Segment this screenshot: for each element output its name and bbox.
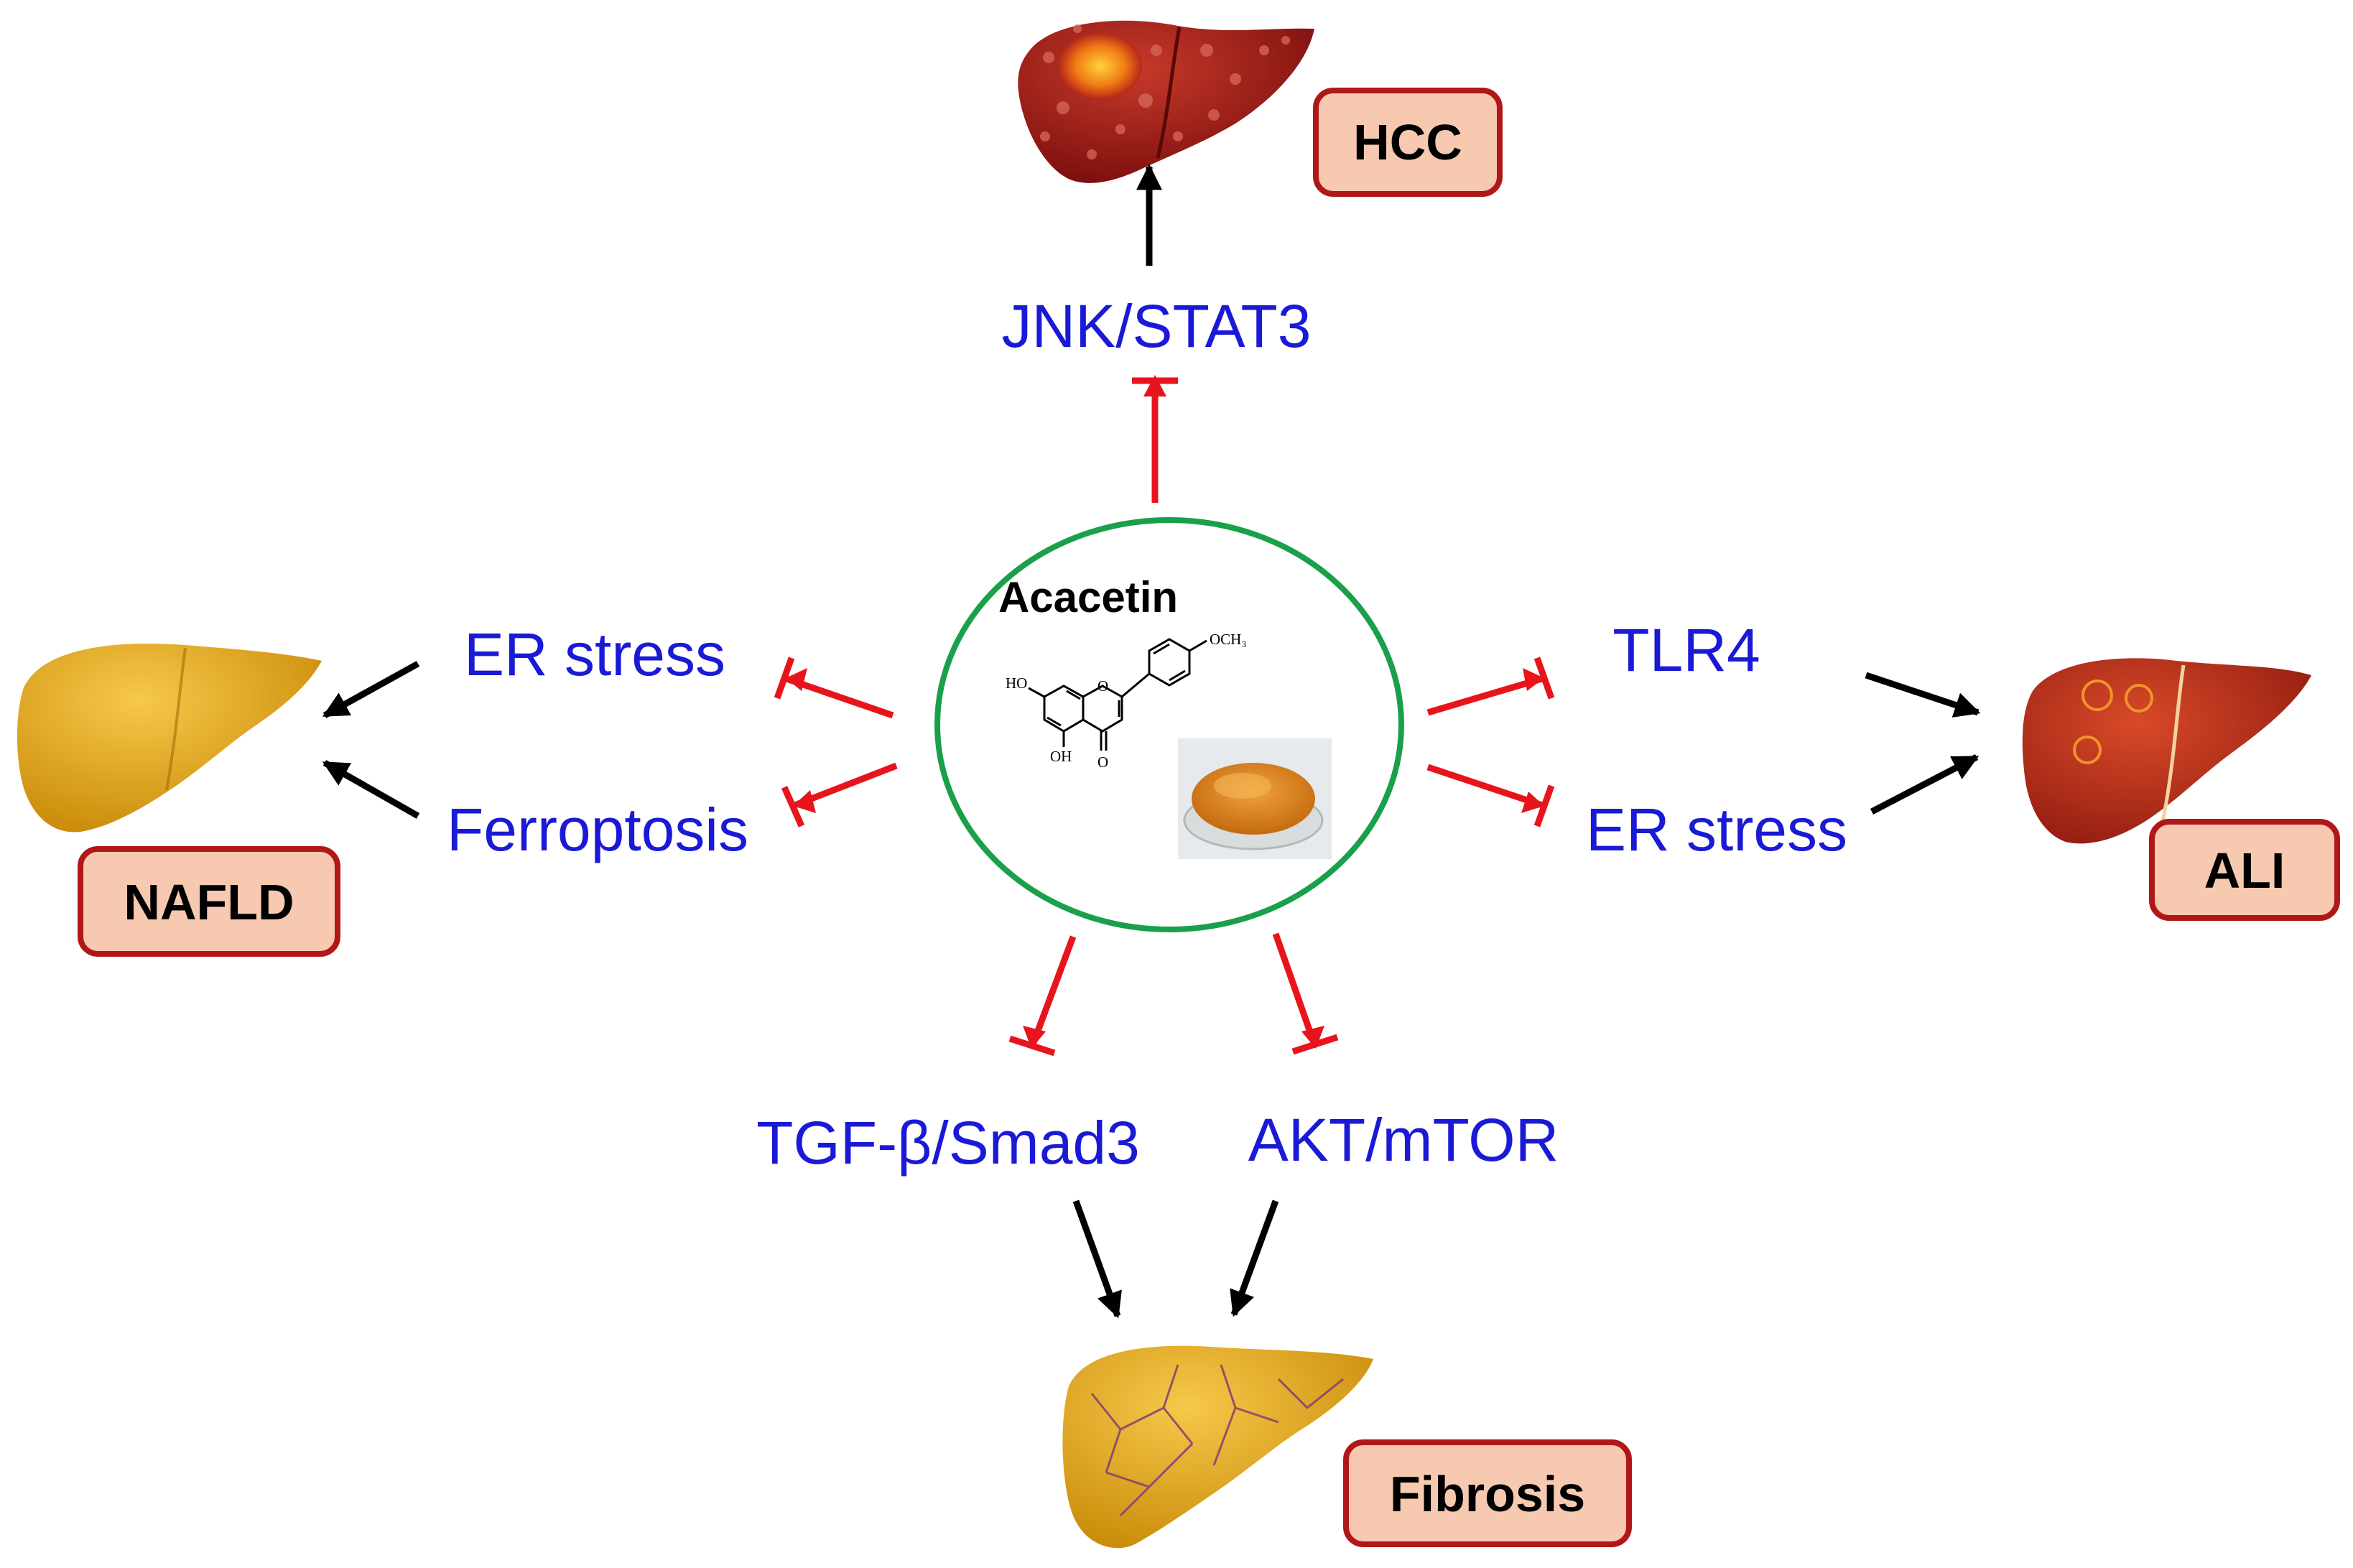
ring-oxygen-label: O — [1097, 677, 1108, 695]
disease-label-nafld: NAFLD — [124, 874, 294, 930]
disease-box-ali: ALI — [2149, 819, 2340, 921]
compound-name: Acacetin — [998, 573, 1178, 621]
carbonyl-oxygen-label: O — [1097, 753, 1108, 771]
liver-icon-ali — [2022, 658, 2311, 844]
disease-label-ali: ALI — [2204, 843, 2285, 899]
inhibit-tgf-smad3 — [1008, 935, 1077, 1057]
liver-icon-hcc — [1018, 20, 1314, 183]
inhibit-ferroptosis — [781, 762, 898, 827]
pathway-ferroptosis: Ferroptosis — [447, 796, 748, 863]
pathway-tgf-smad3: TGF-β/Smad3 — [756, 1109, 1140, 1177]
hydroxyl-label-a: HO — [1006, 674, 1027, 692]
inhibit-tlr4 — [1426, 657, 1555, 716]
arrow-er-stress-to-nafld — [322, 661, 420, 718]
inhibition-arrows — [774, 375, 1555, 1057]
inhibit-er-stress-left — [774, 657, 894, 719]
pathway-tlr4: TLR4 — [1612, 616, 1760, 684]
disease-box-hcc: HCC — [1313, 88, 1503, 197]
pathway-er-stress-right: ER stress — [1586, 796, 1847, 863]
disease-box-fibrosis: Fibrosis — [1343, 1439, 1632, 1547]
arrow-tgf-to-fibrosis — [1072, 1200, 1122, 1319]
pathway-akt-mtor: AKT/mTOR — [1248, 1106, 1559, 1174]
disease-label-fibrosis: Fibrosis — [1390, 1466, 1585, 1522]
inhibit-akt-mtor — [1272, 932, 1339, 1055]
hydroxyl-label-b: OH — [1050, 748, 1072, 765]
methoxy-label: OCH₃ — [1210, 631, 1247, 648]
liver-icon-nafld — [17, 643, 322, 832]
promotion-arrows — [322, 164, 1981, 1319]
arrow-tlr4-to-ali — [1865, 672, 1981, 718]
arrow-ferroptosis-to-nafld — [322, 760, 420, 819]
acacetin-structure — [1028, 638, 1207, 751]
liver-icon-fibrosis — [1062, 1345, 1373, 1549]
pathway-jnk-stat3: JNK/STAT3 — [1002, 292, 1312, 360]
arrow-er-stress-to-ali — [1870, 754, 1980, 815]
arrow-akt-to-fibrosis — [1230, 1200, 1279, 1317]
inhibit-jnk-stat3 — [1132, 375, 1178, 503]
disease-box-nafld: NAFLD — [78, 846, 340, 957]
pathway-er-stress-left: ER stress — [464, 621, 725, 688]
disease-label-hcc: HCC — [1353, 114, 1462, 170]
acacetin-powder-icon — [1178, 738, 1332, 859]
inhibit-er-stress-right — [1426, 764, 1555, 827]
